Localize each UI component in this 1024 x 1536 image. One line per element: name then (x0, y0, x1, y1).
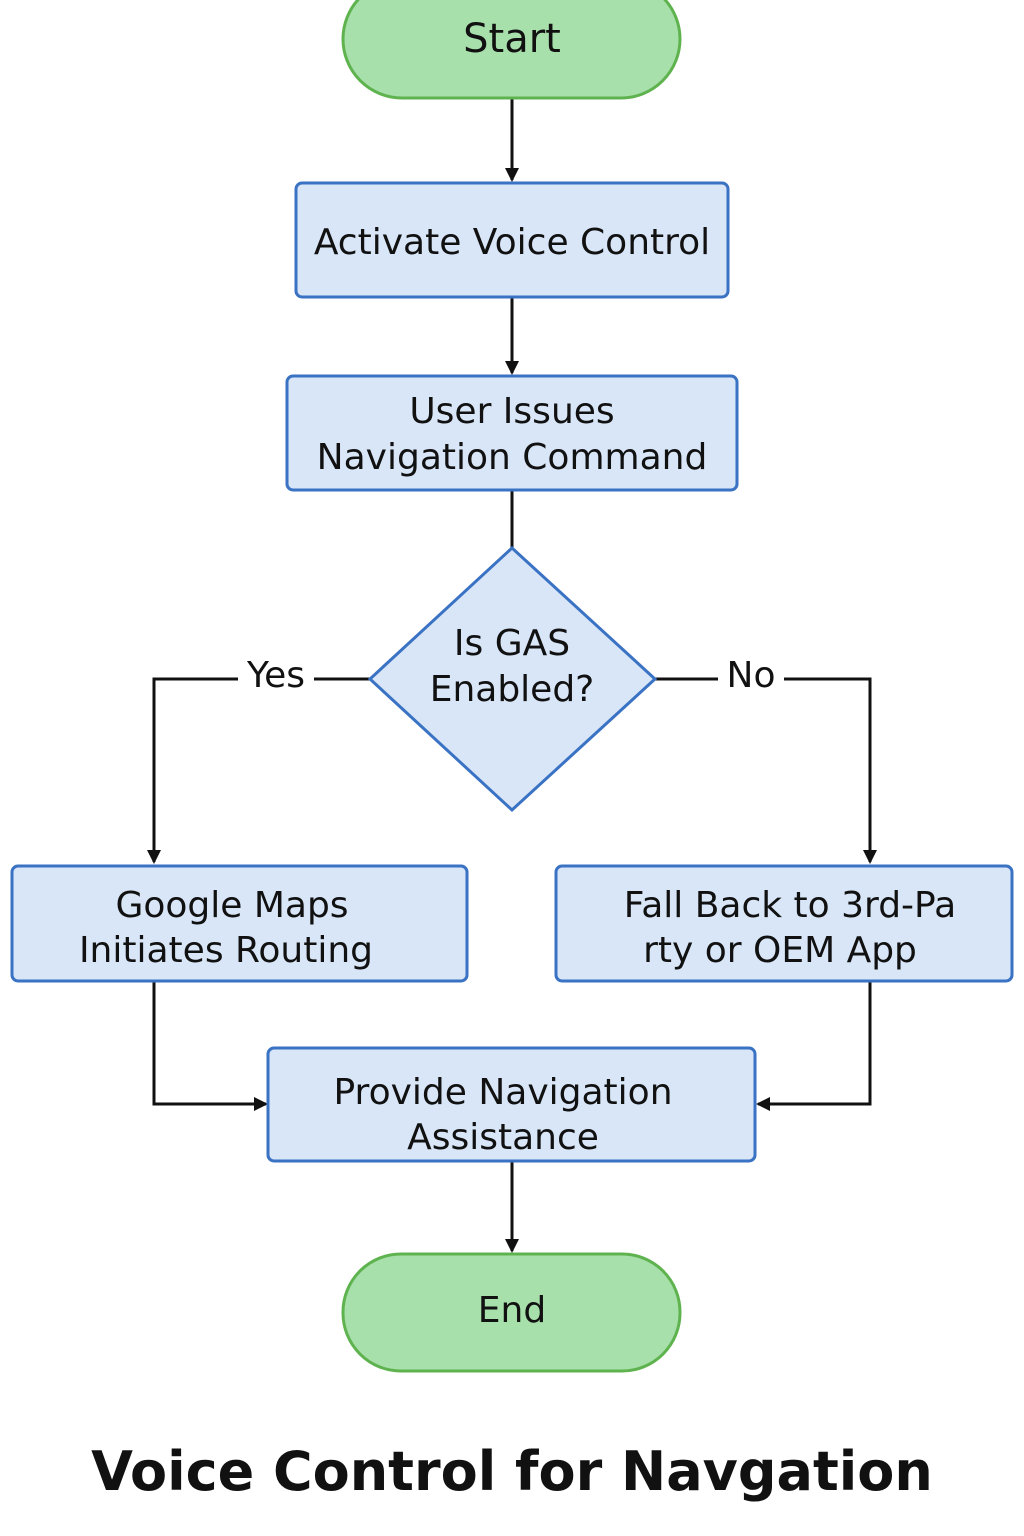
google-label-line1: Google Maps (115, 885, 348, 926)
end-terminal-shape (341, 1252, 682, 1373)
edge-decision-yes-to-google (147, 677, 370, 864)
decision-label-line1: Is GAS (454, 623, 570, 664)
gas-enabled-decision-node: Is GAS Enabled? (367, 545, 658, 813)
activate-process-shape (294, 181, 730, 299)
provide-process-shape (266, 1046, 757, 1163)
edge-decision-no-to-fallback (655, 677, 877, 864)
google-process-shape (10, 864, 469, 983)
yes-label-background (238, 652, 314, 698)
activate-voice-control-node: Activate Voice Control (294, 181, 730, 299)
provide-navigation-assistance-node: Provide Navigation Assistance (266, 1046, 757, 1163)
issue-label-line2: Navigation Command (317, 437, 708, 478)
fallback-label-line1: Fall Back to 3rd-Pa (624, 885, 956, 926)
decision-label-line2: Enabled? (430, 669, 595, 710)
yes-label: Yes (246, 655, 305, 696)
user-issues-command-node: User Issues Navigation Command (285, 374, 739, 492)
issue-label-line1: User Issues (409, 391, 614, 432)
no-label-background (718, 652, 784, 698)
no-label: No (727, 655, 776, 696)
provide-label-line1: Provide Navigation (333, 1072, 672, 1113)
end-label: End (478, 1290, 546, 1331)
provide-label-line2: Assistance (407, 1117, 599, 1158)
google-label-line2: Initiates Routing (79, 930, 373, 971)
edge-google-to-provide (152, 981, 268, 1111)
start-terminal-shape (341, 0, 682, 100)
diagram-title: Voice Control for Navgation (91, 1440, 933, 1503)
start-node: Start (341, 0, 682, 100)
end-node: End (341, 1252, 682, 1373)
fallback-process-shape (554, 864, 1014, 983)
issue-process-shape (285, 374, 739, 492)
activate-label: Activate Voice Control (314, 222, 710, 263)
decision-diamond-shape (367, 545, 658, 813)
start-label: Start (463, 16, 561, 62)
google-maps-routing-node: Google Maps Initiates Routing (10, 864, 469, 983)
fallback-app-node: Fall Back to 3rd-Pa rty or OEM App (554, 864, 1014, 983)
fallback-label-line2: rty or OEM App (643, 930, 917, 971)
edge-fallback-to-provide (756, 981, 872, 1111)
